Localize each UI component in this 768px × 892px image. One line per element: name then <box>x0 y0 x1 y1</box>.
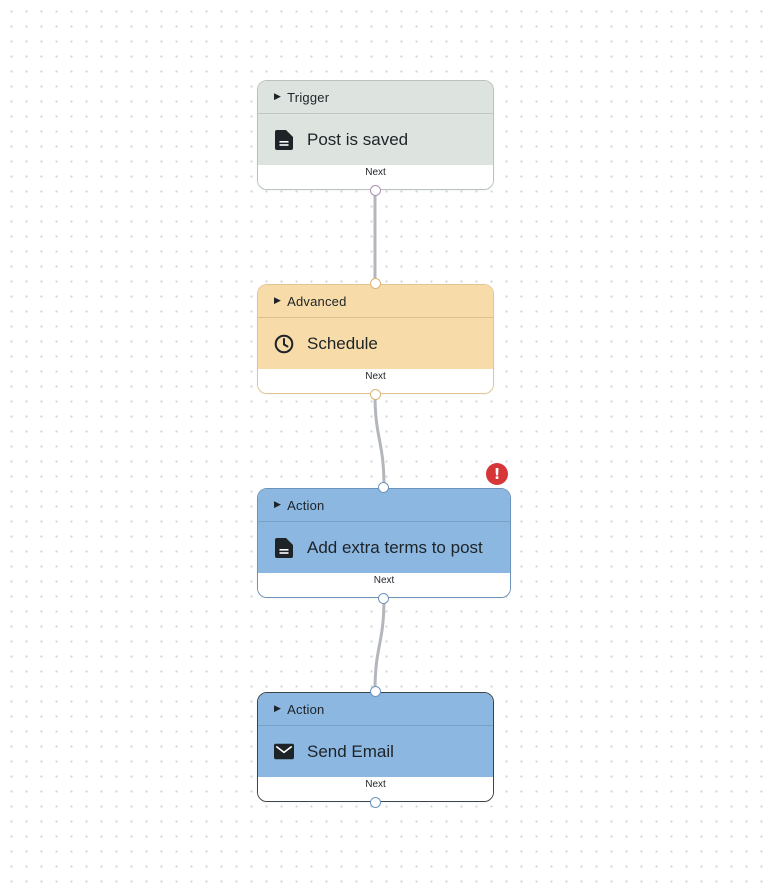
send-email-input-handle[interactable] <box>370 686 381 697</box>
envelope-icon <box>274 742 294 762</box>
send-email-output-handle[interactable] <box>370 797 381 808</box>
expand-caret-icon: ▶ <box>274 294 282 305</box>
node-title: Send Email <box>307 741 394 761</box>
add-extra-terms-node[interactable]: ▶ Action Add extra terms to post Next <box>257 488 511 598</box>
document-icon <box>274 537 294 558</box>
schedule-input-handle[interactable] <box>370 278 381 289</box>
expand-caret-icon: ▶ <box>274 90 282 101</box>
node-title: Schedule <box>307 333 378 353</box>
add-extra-terms-output-handle[interactable] <box>378 593 389 604</box>
edge-add-terms-to-send-email[interactable] <box>373 597 386 692</box>
node-category-label: Advanced <box>287 293 347 309</box>
document-icon <box>274 129 294 150</box>
edge-schedule-to-add-terms[interactable] <box>373 393 386 488</box>
trigger-node-header[interactable]: ▶ Trigger <box>258 81 493 114</box>
trigger-output-handle[interactable] <box>370 185 381 196</box>
error-alert-icon[interactable]: ! <box>486 463 508 485</box>
trigger-node-body[interactable]: Post is saved <box>258 114 493 165</box>
node-title: Add extra terms to post <box>307 537 483 557</box>
send-email-node[interactable]: ▶ Action Send Email Next <box>257 692 494 802</box>
add-extra-terms-input-handle[interactable] <box>378 482 389 493</box>
node-footer-next: Next <box>258 165 493 189</box>
send-email-node-body[interactable]: Send Email <box>258 726 493 777</box>
schedule-node-body[interactable]: Schedule <box>258 318 493 369</box>
node-category-label: Action <box>287 497 325 513</box>
schedule-node[interactable]: ▶ Advanced Schedule Next <box>257 284 494 394</box>
node-title: Post is saved <box>307 129 409 149</box>
expand-caret-icon: ▶ <box>274 498 282 509</box>
node-category-label: Trigger <box>287 89 330 105</box>
add-extra-terms-node-header[interactable]: ▶ Action <box>258 489 510 522</box>
add-extra-terms-node-body[interactable]: Add extra terms to post <box>258 522 510 573</box>
node-category-label: Action <box>287 701 325 717</box>
trigger-node[interactable]: ▶ Trigger Post is saved Next <box>257 80 494 190</box>
schedule-output-handle[interactable] <box>370 389 381 400</box>
send-email-node-header[interactable]: ▶ Action <box>258 693 493 726</box>
clock-icon <box>274 334 294 354</box>
schedule-node-header[interactable]: ▶ Advanced <box>258 285 493 318</box>
expand-caret-icon: ▶ <box>274 702 282 713</box>
